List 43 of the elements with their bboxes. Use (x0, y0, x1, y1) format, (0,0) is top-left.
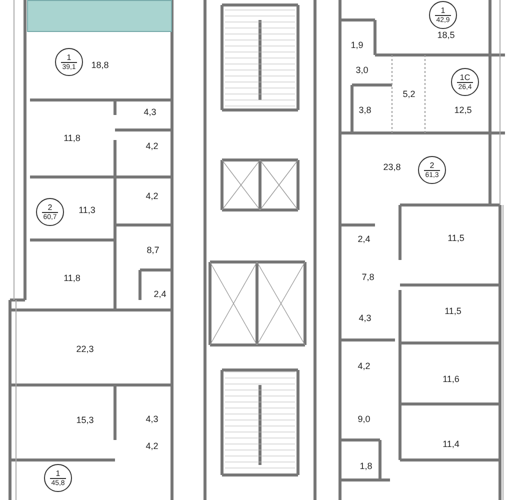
room-area: 23,8 (383, 162, 401, 172)
room-area: 2,4 (154, 289, 166, 299)
room-count: 1С (460, 72, 470, 82)
highlighted-room (27, 0, 172, 32)
room-area: 4,2 (358, 361, 370, 371)
apartment-badge (451, 68, 479, 96)
room-area: 1,9 (350, 40, 364, 50)
room-area: 11,5 (444, 306, 462, 316)
room-area: 11,5 (448, 233, 464, 243)
room-area: 8,7 (146, 245, 160, 255)
room-area: 12,5 (454, 105, 472, 115)
room-area: 4,3 (358, 313, 372, 323)
room-area: 3,8 (358, 105, 372, 115)
room-area: 4,2 (146, 441, 158, 451)
room-area: 4,2 (146, 141, 158, 151)
room-area: 18,5 (437, 30, 455, 40)
apartment-badge (44, 464, 72, 492)
room-area: 11,3 (78, 205, 96, 215)
room-area: 9,0 (358, 414, 370, 424)
apartment-badge (55, 48, 83, 76)
apartment-badge (418, 156, 446, 184)
room-area: 4,3 (146, 414, 158, 424)
room-count: 2 (430, 160, 434, 170)
room-area: 5,2 (402, 89, 416, 99)
room-area: 11,8 (64, 133, 80, 143)
room-area: 11,4 (442, 439, 460, 449)
room-area: 2,4 (358, 234, 370, 244)
room-count: 2 (48, 202, 52, 212)
room-area: 4,2 (146, 191, 158, 201)
room-area: 1,8 (360, 461, 372, 471)
room-count: 1 (66, 52, 72, 62)
room-area: 11,8 (64, 273, 80, 283)
room-area: 7,8 (362, 272, 374, 282)
room-area: 4,3 (144, 107, 156, 117)
apartment-badge (429, 1, 457, 29)
room-area: 15,3 (76, 415, 94, 425)
apartment-badge (36, 198, 64, 226)
room-area: 11,6 (442, 374, 460, 384)
room-area: 3,0 (356, 65, 368, 75)
room-area: 22,3 (76, 344, 94, 354)
room-count: 1 (56, 468, 60, 478)
room-area: 18,8 (91, 60, 109, 70)
room-count: 1 (440, 6, 446, 14)
